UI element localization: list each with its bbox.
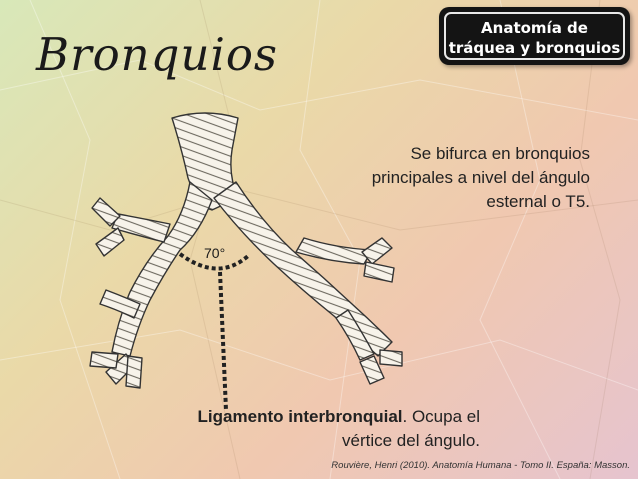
ligament-pointer-line [218,271,228,411]
badge-border [444,12,625,60]
caption-term: Ligamento interbronquial [197,407,403,426]
angle-arc [178,252,250,271]
badge-line-1: Anatomía de [481,19,588,37]
description-line-1: Se bifurca en bronquios [410,144,590,163]
ligament-caption: Ligamento interbronquial. Ocupa el vérti… [160,405,480,453]
description-line-2: principales a nivel del ángulo [371,168,590,187]
topic-badge: Anatomía de tráquea y bronquios [439,7,630,65]
description-text: Se bifurca en bronquios principales a ni… [300,142,590,214]
badge-line-2: tráquea y bronquios [448,39,621,57]
slide-title: Bronquios [36,28,279,81]
source-credit: Rouvière, Henri (2010). Anatomía Humana … [331,460,630,471]
description-line-3: esternal o T5. [486,192,590,211]
caption-line-2: vértice del ángulo. [342,431,480,450]
angle-label: 70° [204,245,226,261]
caption-rest: . Ocupa el [402,407,481,426]
